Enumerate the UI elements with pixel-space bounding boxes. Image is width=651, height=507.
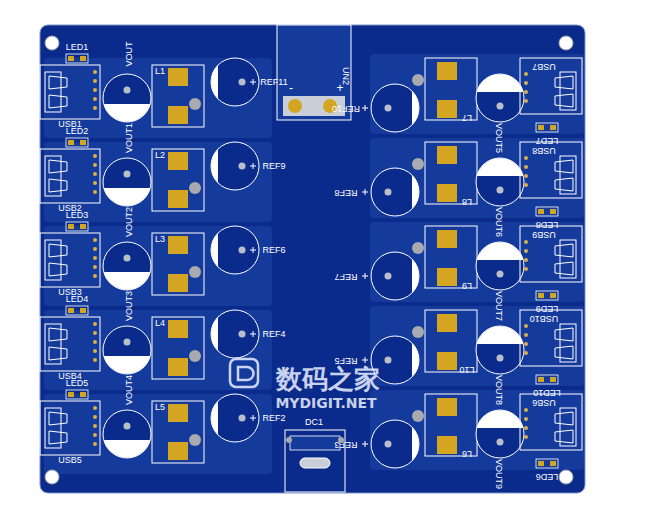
component-ref: DC1: [305, 418, 323, 427]
component-ref: REF7: [334, 272, 357, 281]
component-ref: L4: [155, 319, 165, 328]
component-ref: VOUT: [125, 41, 134, 66]
component-ref: VOUT2: [125, 207, 134, 237]
component-ref: REF4: [262, 330, 285, 339]
component-ref: REF10: [332, 104, 360, 113]
component-ref: USB6: [532, 398, 556, 407]
watermark: MYDIGIT.NET: [275, 396, 376, 410]
component-ref: UN2: [341, 67, 350, 85]
component-ref: VOUT5: [494, 123, 503, 153]
component-ref: USB7: [532, 62, 556, 71]
component-ref: LED8: [536, 220, 559, 229]
component-ref: VOUT1: [125, 123, 134, 153]
component-ref: L5: [155, 403, 165, 412]
component-ref: VOUT4: [125, 375, 134, 405]
component-ref: REF2: [262, 414, 285, 423]
component-ref: L1: [155, 67, 165, 76]
component-ref: LED5: [66, 379, 89, 388]
component-ref: LED6: [536, 472, 559, 481]
component-ref: REF8: [334, 188, 357, 197]
component-ref: VOUT7: [494, 291, 503, 321]
component-ref: LED2: [66, 127, 89, 136]
component-ref: REF6: [262, 246, 285, 255]
component-ref: REF5: [334, 356, 357, 365]
component-ref: USB8: [532, 146, 556, 155]
component-ref: LED10: [533, 388, 561, 397]
component-ref: L6: [462, 449, 472, 458]
component-ref: L10: [459, 365, 474, 374]
component-ref: LED3: [66, 211, 89, 220]
component-ref: L3: [155, 235, 165, 244]
component-ref: VOUT8: [494, 375, 503, 405]
component-ref: VOUT3: [125, 291, 134, 321]
component-ref: REF3: [334, 440, 357, 449]
component-ref: REF11: [260, 78, 287, 87]
component-ref: USB10: [530, 314, 559, 323]
component-ref: LED1: [66, 43, 89, 52]
polarity-mark: -: [289, 82, 293, 94]
component-ref: LED7: [536, 136, 559, 145]
component-ref: L8: [462, 197, 472, 206]
component-ref: VOUT9: [494, 459, 503, 489]
component-ref: LED9: [536, 304, 559, 313]
component-ref: VOUT6: [494, 207, 503, 237]
component-ref: L7: [462, 113, 472, 122]
component-ref: USB9: [532, 230, 556, 239]
component-ref: L2: [155, 151, 165, 160]
component-ref: USB5: [58, 456, 82, 465]
component-ref: L9: [462, 281, 472, 290]
watermark: 数码之家: [276, 366, 380, 392]
component-ref: REF9: [262, 162, 285, 171]
component-ref: LED4: [66, 295, 89, 304]
